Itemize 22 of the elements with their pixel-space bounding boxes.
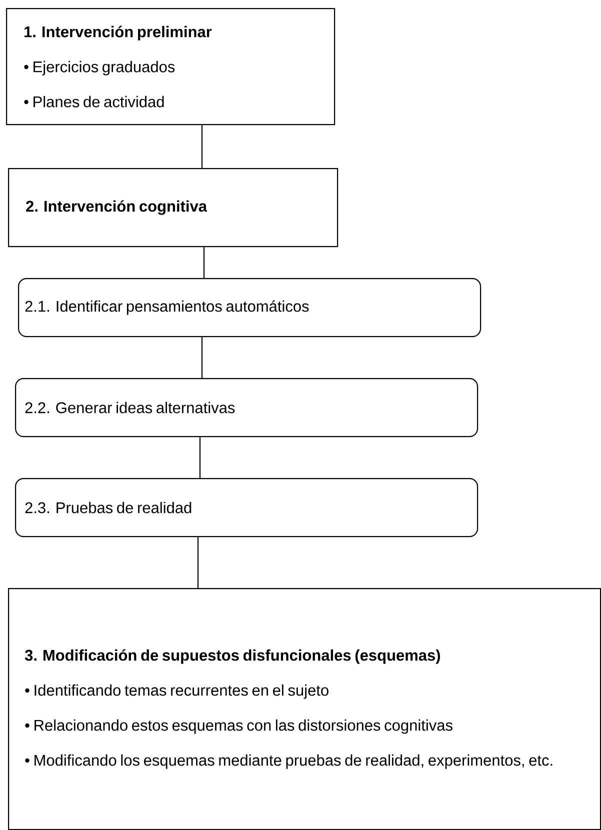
box-heading: 2. Intervención cognitiva: [26, 200, 208, 215]
connector-line: [197, 537, 199, 588]
step-label: 2.3. Pruebas de realidad: [25, 502, 192, 514]
process-box: [8, 588, 601, 830]
step-box: [15, 378, 478, 438]
bullet-item: • Planes de actividad: [24, 96, 164, 108]
connector-line: [203, 247, 205, 278]
step-label: 2.2. Generar ideas alternativas: [25, 402, 235, 414]
connector-line: [199, 437, 201, 478]
process-box: [6, 8, 336, 126]
step-label: 2.1. Identificar pensamientos automáticos: [25, 300, 309, 315]
bullet-item: • Ejercicios graduados: [24, 60, 175, 76]
bullet-item: • Modificando los esquemas mediante pruebas de realidad, experimentos, etc.: [25, 754, 552, 769]
bullet-item: • Identificando temas recurrentes en el sujeto: [25, 684, 328, 699]
connector-line: [201, 125, 203, 168]
box-heading: 3. Modificación de supuestos disfuncionales (esquemas): [24, 649, 440, 664]
connector-line: [201, 337, 203, 378]
process-box: [8, 168, 338, 248]
step-box: [18, 278, 482, 338]
bullet-item: • Relacionando estos esquemas con las distorsiones cognitivas: [25, 719, 452, 734]
step-box: [15, 478, 478, 538]
box-heading: 1. Intervención preliminar: [24, 26, 212, 40]
